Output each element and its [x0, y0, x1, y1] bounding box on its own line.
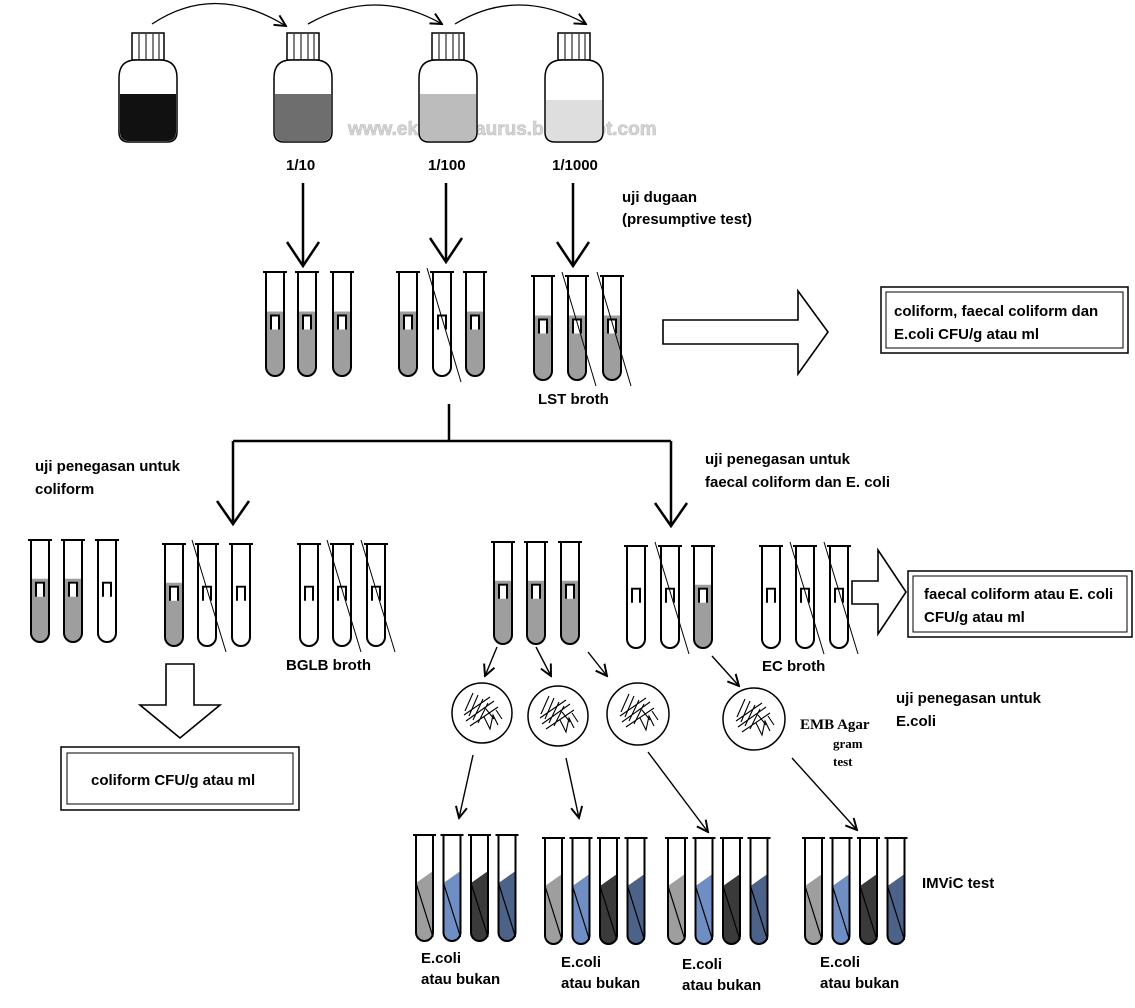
test-tube-icon [396, 271, 420, 377]
test-tube-icon [463, 271, 487, 377]
bottle-stock-icon [118, 32, 178, 143]
result-label: E.coli [421, 950, 461, 967]
confirm-faecal-label: faecal coliform dan E. coli [705, 474, 890, 491]
test-tube-icon [569, 837, 593, 945]
ec-broth-label: EC broth [762, 658, 825, 675]
test-tube-icon [596, 271, 632, 387]
streak-arrows [485, 646, 739, 686]
result-box-line: E.coli CFU/g atau ml [894, 326, 1039, 343]
test-tube-icon [360, 539, 396, 653]
dilution-label: 1/1000 [552, 157, 598, 174]
confirm-coliform-label: coliform [35, 481, 94, 498]
test-tube-icon [720, 837, 743, 945]
confirm-ecoli-label: uji penegasan untuk [896, 690, 1042, 707]
imvic-test-label: IMViC test [922, 875, 994, 892]
test-tube-icon [468, 834, 491, 942]
test-tube-icon [691, 545, 715, 649]
test-tube-icon [295, 271, 319, 377]
test-tube-icon [829, 837, 853, 945]
test-tube-icon [654, 541, 690, 655]
petri-dish-icon [527, 685, 589, 747]
result-label: E.coli [561, 954, 601, 971]
test-tube-icon [229, 543, 253, 647]
bottle-dilution-1000-icon [544, 32, 604, 143]
block-arrow-icon [137, 663, 223, 740]
test-tube-icon [95, 539, 119, 643]
result-box-coliform-faecal-ecoli: coliform, faecal coliform dan E.coli CFU… [880, 286, 1129, 354]
test-tube-icon [747, 837, 771, 945]
bottle-dilution-100-icon [418, 32, 478, 143]
result-label: atau bukan [561, 975, 640, 992]
test-tube-icon [802, 837, 825, 945]
bottle-dilution-10-icon [273, 32, 333, 143]
test-tube-icon [531, 275, 555, 381]
bglb-broth-label: BGLB broth [286, 657, 371, 674]
branch-lines [215, 404, 689, 529]
confirm-coliform-label: uji penegasan untuk [35, 458, 181, 475]
presumptive-label: (presumptive test) [622, 211, 752, 228]
petri-dish-icon [722, 687, 786, 751]
emb-agar-label: EMB Agar [800, 717, 870, 733]
test-tube-icon [191, 539, 227, 653]
transfer-arrows [151, 2, 586, 26]
petri-dish-icon [451, 682, 513, 744]
down-arrows [285, 183, 591, 269]
test-tube-icon [692, 837, 716, 945]
test-tube-icon [759, 545, 783, 649]
result-box-line: CFU/g atau ml [924, 609, 1025, 626]
result-label: atau bukan [421, 971, 500, 988]
test-tube-icon [330, 271, 354, 377]
block-arrow-icon [851, 547, 907, 637]
test-tube-icon [297, 543, 321, 647]
test-tube-icon [263, 271, 287, 377]
dilution-label: 1/100 [428, 157, 466, 174]
gram-test-label: test [833, 754, 853, 769]
result-box-line: coliform CFU/g atau ml [91, 772, 255, 789]
result-label: atau bukan [682, 977, 761, 994]
result-box-faecal-ecoli: faecal coliform atau E. coli CFU/g atau … [907, 570, 1133, 638]
test-tube-icon [558, 541, 582, 645]
test-tube-icon [491, 541, 515, 645]
test-tube-icon [28, 539, 52, 643]
test-tube-icon [524, 541, 548, 645]
test-tube-icon [162, 543, 186, 647]
petri-dish-icon [606, 682, 670, 746]
result-label: atau bukan [820, 975, 899, 992]
dilution-label: 1/10 [286, 157, 315, 174]
test-tube-icon [624, 837, 648, 945]
lst-broth-label: LST broth [538, 391, 609, 408]
test-tube-icon [426, 267, 462, 383]
watermark-text: www.ekmon-saurus.blogspot.com [347, 119, 657, 140]
test-tube-icon [495, 834, 519, 942]
confirm-ecoli-label: E.coli [896, 713, 936, 730]
imvic-arrows [459, 751, 857, 832]
test-tube-icon [597, 837, 620, 945]
confirm-faecal-label: uji penegasan untuk [705, 451, 851, 468]
test-tube-icon [542, 837, 565, 945]
tube-groups [28, 267, 859, 655]
result-label: E.coli [682, 956, 722, 973]
test-tube-icon [413, 834, 436, 942]
result-box-line: coliform, faecal coliform dan [894, 303, 1098, 320]
test-tube-icon [440, 834, 464, 942]
result-box-coliform: coliform CFU/g atau ml [60, 746, 300, 811]
test-tube-icon [61, 539, 85, 643]
result-label: E.coli [820, 954, 860, 971]
result-box-line: faecal coliform atau E. coli [924, 586, 1113, 603]
test-tube-icon [789, 541, 825, 655]
test-tube-icon [624, 545, 648, 649]
test-tube-icon [857, 837, 880, 945]
test-tube-icon [665, 837, 688, 945]
petri-dishes [413, 682, 908, 945]
presumptive-label: uji dugaan [622, 189, 697, 206]
test-tube-icon [561, 271, 597, 387]
block-arrow-icon [662, 288, 829, 377]
test-tube-icon [884, 837, 908, 945]
test-tube-icon [326, 539, 362, 653]
test-tube-icon [823, 541, 859, 655]
gram-test-label: gram [833, 736, 863, 751]
